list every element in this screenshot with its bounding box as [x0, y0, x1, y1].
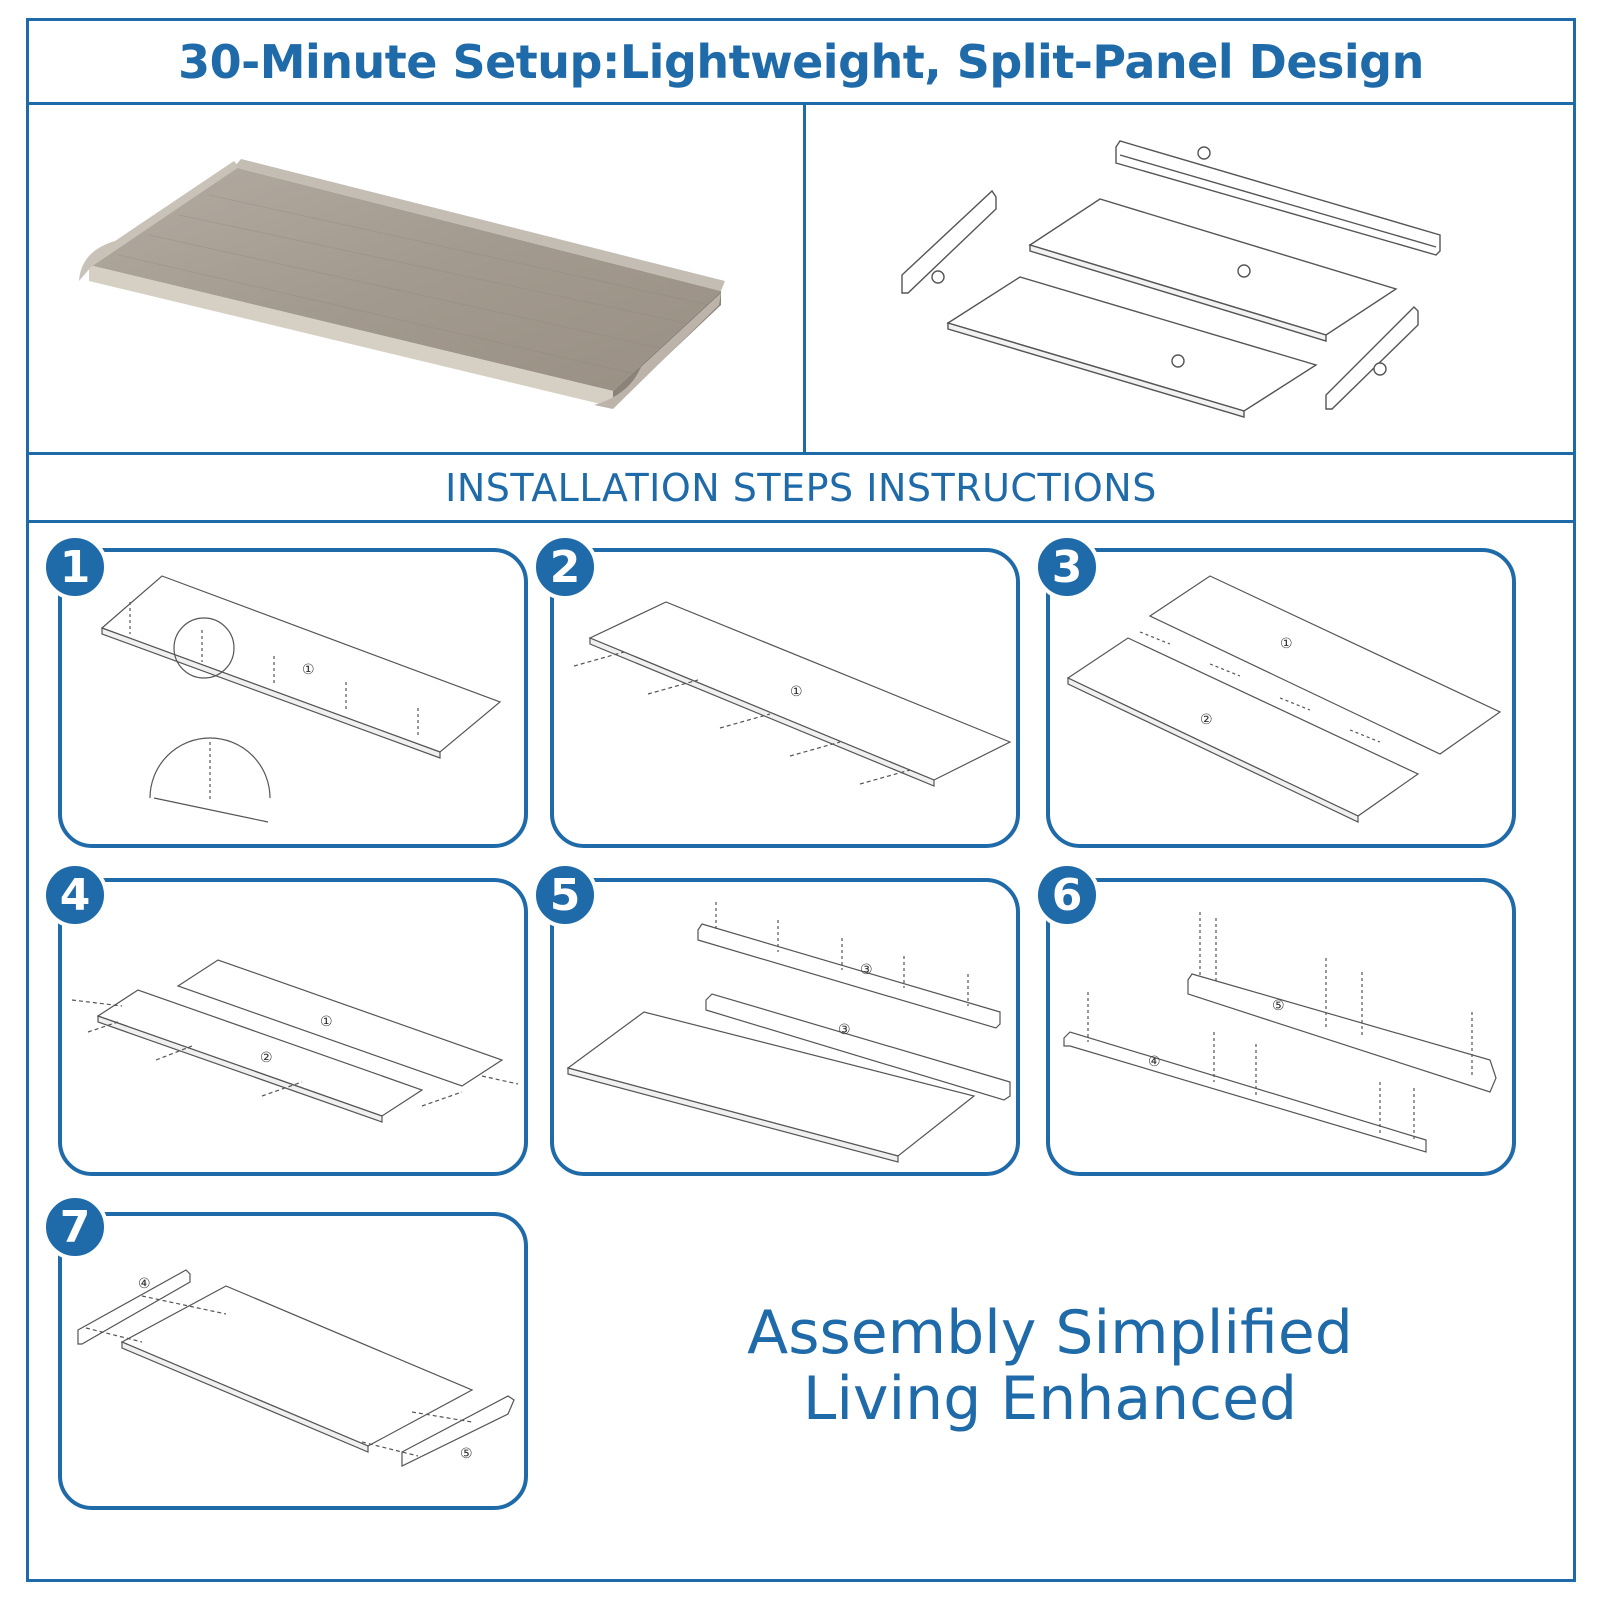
desk-top-photo	[29, 105, 803, 452]
step-2-drawing: ①	[573, 601, 1012, 787]
step-4-drawing: ① ②	[71, 959, 519, 1123]
slogan: Assembly Simplified Living Enhanced	[710, 1300, 1390, 1432]
step-6-panel: ⑤ ④	[1046, 878, 1516, 1176]
step-5-panel: ③ ③	[550, 878, 1020, 1176]
page-frame: 30-Minute Setup:Lightweight, Split-Panel…	[26, 18, 1576, 1582]
part-label-5: ⑤	[460, 1446, 473, 1462]
step-1-badge: 1	[42, 534, 108, 600]
part-label-1: ①	[320, 1014, 333, 1030]
step-3-panel: ① ②	[1046, 548, 1516, 848]
step-4-panel: ① ②	[58, 878, 528, 1176]
hero-divider	[803, 105, 806, 452]
step-4-badge: 4	[42, 862, 108, 928]
part-label-4: ④	[1148, 1054, 1161, 1070]
step-7-badge: 7	[42, 1194, 108, 1260]
exploded-parts-drawing	[901, 140, 1441, 418]
step-7-panel: ④ ⑤	[58, 1212, 528, 1510]
step-6-badge: 6	[1034, 862, 1100, 928]
slogan-line-1: Assembly Simplified	[747, 1298, 1353, 1368]
part-marker	[1197, 146, 1211, 160]
desk-top-render	[79, 159, 725, 409]
step-2-panel: ①	[550, 548, 1020, 848]
title-band: 30-Minute Setup:Lightweight, Split-Panel…	[29, 21, 1573, 105]
exploded-parts-diagram	[806, 105, 1573, 452]
step-3-drawing: ① ②	[1066, 575, 1502, 823]
step-1-drawing: ①	[100, 575, 502, 823]
part-label-1: ①	[302, 662, 315, 678]
part-label-4: ④	[138, 1276, 151, 1292]
part-label-3b: ③	[838, 1022, 851, 1038]
section-title-band: INSTALLATION STEPS INSTRUCTIONS	[29, 455, 1573, 523]
step-5-drawing: ③ ③	[566, 902, 1011, 1163]
part-label-5: ⑤	[1272, 998, 1285, 1014]
step-1-panel: ①	[58, 548, 528, 848]
part-label-2: ②	[260, 1050, 273, 1066]
page-title: 30-Minute Setup:Lightweight, Split-Panel…	[178, 34, 1424, 89]
step-3-badge: 3	[1034, 534, 1100, 600]
hero-section	[29, 105, 1573, 455]
part-label-1: ①	[1280, 636, 1293, 652]
step-6-drawing: ⑤ ④	[1063, 912, 1497, 1153]
part-label-2: ②	[1200, 712, 1213, 728]
section-title: INSTALLATION STEPS INSTRUCTIONS	[445, 465, 1157, 510]
part-label-1: ①	[790, 684, 803, 700]
part-label-3: ③	[860, 962, 873, 978]
step-7-drawing: ④ ⑤	[77, 1269, 515, 1467]
step-5-badge: 5	[532, 862, 598, 928]
step-2-badge: 2	[532, 534, 598, 600]
slogan-line-2: Living Enhanced	[802, 1364, 1298, 1434]
